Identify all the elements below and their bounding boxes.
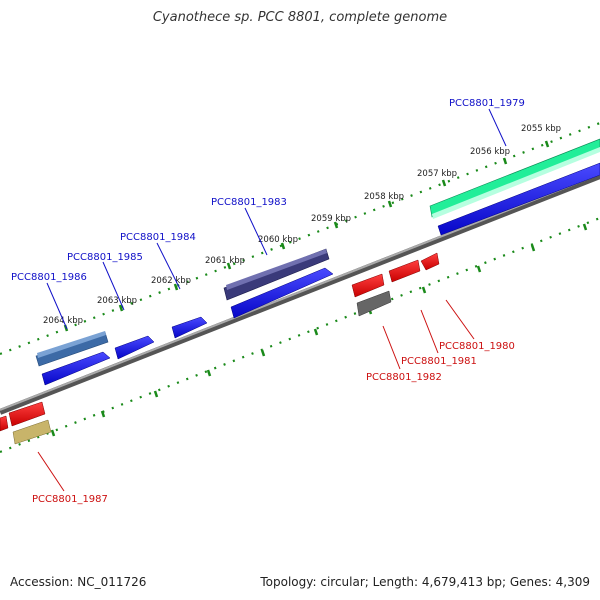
gene-label-1980: PCC8801_1980	[439, 341, 515, 352]
gene-1986-feature-light	[37, 331, 106, 358]
gene-labels: PCC8801_1979 PCC8801_1983 PCC8801_1984 P…	[11, 98, 525, 505]
tick-labels: 2055 kbp 2056 kbp 2057 kbp 2058 kbp 2059…	[43, 124, 561, 326]
major-ticks	[63, 140, 550, 332]
gene-1983-feature-light	[226, 249, 327, 290]
tick-label-2063: 2063 kbp	[97, 296, 137, 306]
genome-backbone	[0, 173, 600, 415]
gene-label-1982: PCC8801_1982	[366, 372, 442, 383]
gene-label-1985: PCC8801_1985	[67, 252, 143, 263]
gene-label-1979: PCC8801_1979	[449, 98, 525, 109]
gene-1981-red	[388, 259, 421, 283]
tick-label-2055: 2055 kbp	[521, 124, 561, 134]
gene-1979-blue	[437, 162, 600, 236]
gene-1984-blue	[171, 316, 208, 339]
gene-1987-olive	[12, 419, 52, 445]
forward-strand-genes	[41, 162, 600, 386]
tick-label-2058: 2058 kbp	[364, 192, 404, 202]
gene-1987-red-left	[0, 415, 9, 432]
tick-track-upper	[0, 121, 600, 356]
gene-1982-red	[351, 273, 385, 298]
genome-title: Cyanothece sp. PCC 8801, complete genome	[152, 10, 448, 25]
gene-label-1983: PCC8801_1983	[211, 197, 287, 208]
tick-label-2059: 2059 kbp	[311, 214, 351, 224]
gene-label-1981: PCC8801_1981	[401, 356, 477, 367]
gene-1986-blue	[41, 351, 111, 386]
gene-1980-red	[420, 252, 440, 271]
gene-1979-feature-light	[432, 147, 600, 219]
gene-1983-blue	[230, 267, 334, 319]
gene-1985-blue	[114, 335, 155, 360]
gene-label-1986: PCC8801_1986	[11, 272, 87, 283]
feature-lane-upper	[35, 138, 600, 367]
label-leaders	[37, 108, 507, 492]
gene-1987-red	[8, 401, 46, 427]
gene-label-1987: PCC8801_1987	[32, 494, 108, 505]
tick-label-2057: 2057 kbp	[417, 169, 457, 179]
genome-summary-text: Topology: circular; Length: 4,679,413 bp…	[260, 575, 590, 589]
tick-label-2056: 2056 kbp	[470, 147, 510, 157]
accession-text: Accession: NC_011726	[10, 575, 147, 589]
gene-label-1984: PCC8801_1984	[120, 232, 196, 243]
gene-1982-grey	[356, 290, 392, 317]
tick-label-2062: 2062 kbp	[151, 276, 191, 286]
reverse-strand-genes	[0, 252, 440, 445]
tick-label-2060: 2060 kbp	[258, 235, 298, 245]
gene-1979-feature	[429, 138, 600, 218]
tick-label-2061: 2061 kbp	[205, 256, 245, 266]
